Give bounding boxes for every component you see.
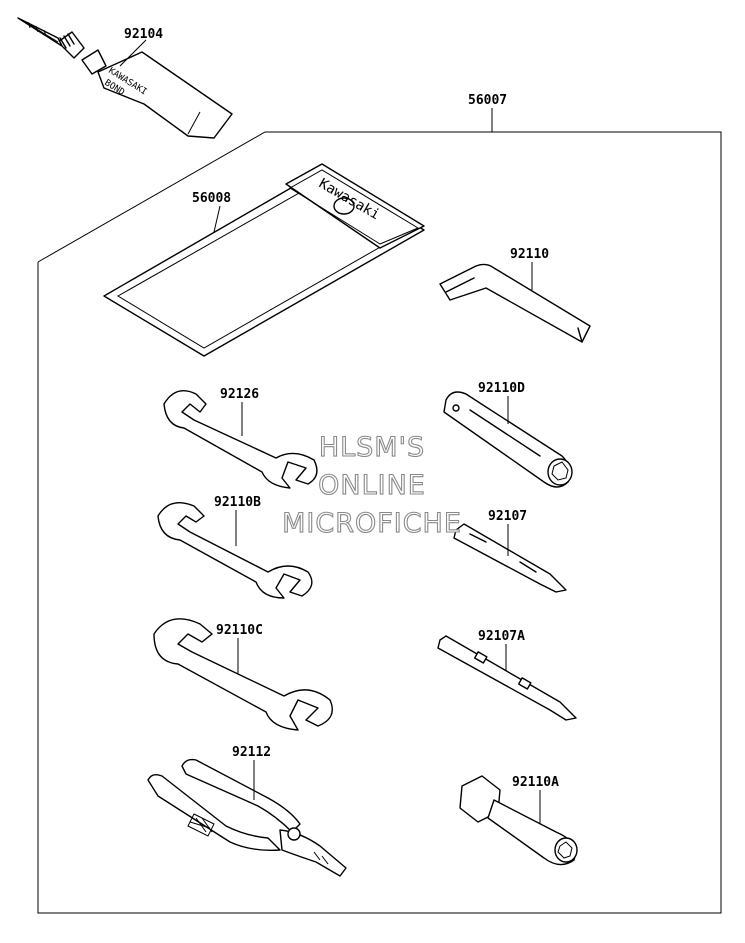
wrench-92126-drawing — [163, 390, 318, 489]
leader-pouch — [213, 205, 221, 233]
wrench-92110c-drawing — [153, 618, 333, 731]
wrench-92110b-drawing — [157, 502, 313, 599]
part-number-kit[interactable]: 56007 — [468, 93, 507, 108]
box-wrench-drawing — [443, 391, 573, 488]
screwdriver-b-drawing — [437, 635, 577, 721]
part-number-wrench-b[interactable]: 92110B — [214, 495, 261, 510]
watermark-line3: MICROFICHE — [282, 508, 462, 539]
kit-outline — [37, 131, 722, 914]
leader-bond — [119, 39, 147, 67]
part-number-pouch[interactable]: 56008 — [192, 191, 231, 206]
hex-wrench-drawing — [439, 263, 591, 343]
part-number-wrench-c[interactable]: 92110C — [216, 623, 263, 638]
part-number-wrench-a[interactable]: 92126 — [220, 387, 259, 402]
watermark-line2: ONLINE — [318, 470, 426, 501]
part-number-pliers[interactable]: 92112 — [232, 745, 271, 760]
part-number-box-wrench[interactable]: 92110D — [478, 381, 525, 396]
part-number-bond[interactable]: 92104 — [124, 27, 163, 42]
pliers-drawing — [147, 758, 347, 877]
tool-pouch-drawing — [103, 163, 425, 357]
part-number-hex-wrench[interactable]: 92110 — [510, 247, 549, 262]
part-number-screwdriver-b[interactable]: 92107A — [478, 629, 525, 644]
screwdriver-drawing — [453, 523, 567, 593]
watermark-line1: HLSM'S — [319, 432, 425, 463]
bond-tube-drawing — [17, 17, 233, 139]
part-number-screwdriver[interactable]: 92107 — [488, 509, 527, 524]
watermark: HLSM'S ONLINE MICROFICHE — [282, 431, 462, 539]
part-number-socket[interactable]: 92110A — [512, 775, 559, 790]
socket-drawing — [459, 775, 578, 866]
